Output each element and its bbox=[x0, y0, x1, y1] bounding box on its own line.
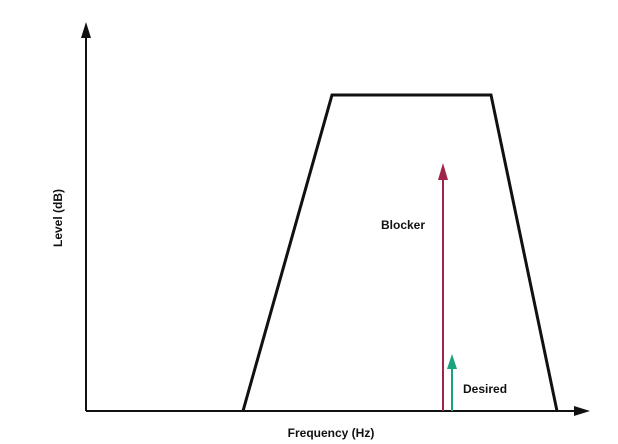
x-axis-arrowhead bbox=[574, 406, 590, 416]
desired-arrowhead bbox=[447, 354, 457, 369]
y-axis-label: Level (dB) bbox=[51, 189, 65, 247]
y-axis-arrowhead bbox=[81, 22, 91, 38]
x-axis-label: Frequency (Hz) bbox=[288, 426, 375, 440]
filter-response-outline bbox=[241, 93, 559, 412]
blocker-arrowhead bbox=[438, 163, 448, 180]
blocker-label: Blocker bbox=[381, 218, 425, 232]
desired-label: Desired bbox=[463, 382, 507, 396]
